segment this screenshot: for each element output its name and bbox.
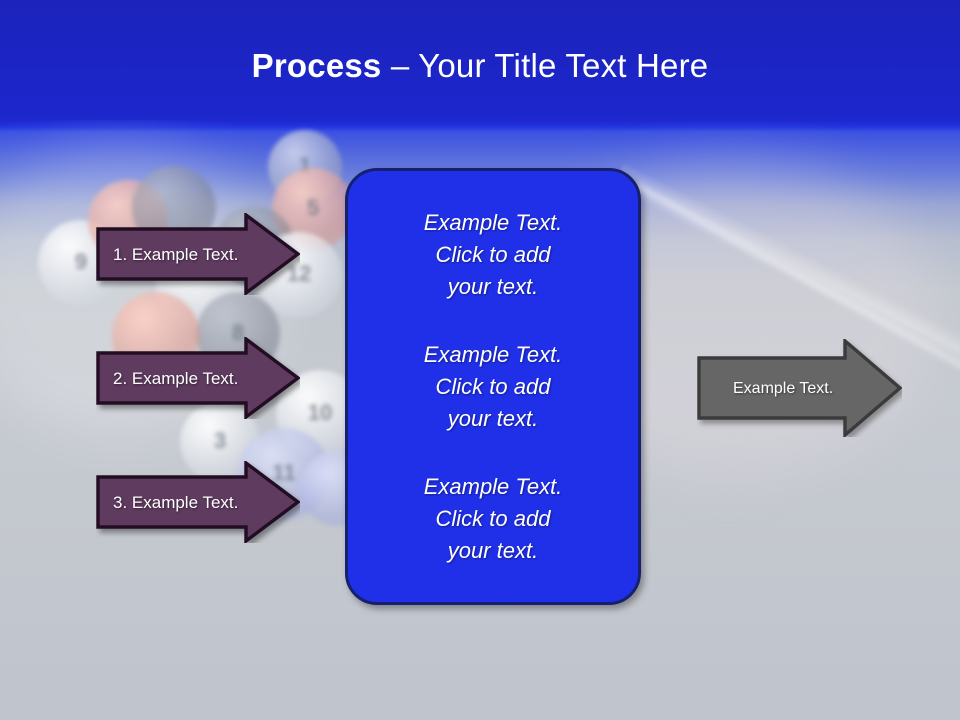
process-text-1-line-2: Click to add xyxy=(435,241,551,267)
process-text-block-1: Example Text. Click to add your text. xyxy=(424,207,563,303)
ball-number: 11 xyxy=(272,460,296,485)
process-text-1-line-3: your text. xyxy=(447,273,539,299)
input-arrow-1-label: 1. Example Text. xyxy=(113,244,239,264)
input-arrow-2-label: 2. Example Text. xyxy=(113,368,239,388)
ball-number: 5 xyxy=(306,195,320,220)
process-box[interactable]: Example Text. Click to add your text. Ex… xyxy=(345,168,641,605)
ball-number: 3 xyxy=(213,428,227,453)
ball-number: 12 xyxy=(286,261,312,286)
slide-title: Process – Your Title Text Here xyxy=(0,46,960,86)
ball-number: 8 xyxy=(231,320,245,345)
process-text-3-line-2: Click to add xyxy=(435,505,551,531)
arrow-shape-icon xyxy=(96,461,300,543)
process-text-block-3: Example Text. Click to add your text. xyxy=(424,471,563,567)
process-text-1-line-1: Example Text. xyxy=(423,209,563,235)
input-arrow-1[interactable]: 1. Example Text. xyxy=(96,213,300,295)
ball-number: 9 xyxy=(74,249,88,274)
process-text-2-line-1: Example Text. xyxy=(423,341,563,367)
arrow-shape-icon xyxy=(697,339,902,437)
process-text-block-2: Example Text. Click to add your text. xyxy=(424,339,563,435)
process-text-3-line-3: your text. xyxy=(447,537,539,563)
arrow-shape-icon xyxy=(96,213,300,295)
ball-number: 10 xyxy=(307,400,333,425)
process-text-3-line-1: Example Text. xyxy=(423,473,563,499)
input-arrow-3[interactable]: 3. Example Text. xyxy=(96,461,300,543)
input-arrow-3-label: 3. Example Text. xyxy=(113,492,239,512)
output-arrow-label: Example Text. xyxy=(733,379,834,397)
input-arrow-2[interactable]: 2. Example Text. xyxy=(96,337,300,419)
slide-title-bold: Process xyxy=(251,47,382,84)
output-arrow[interactable]: Example Text. xyxy=(697,339,902,437)
process-text-2-line-3: your text. xyxy=(447,405,539,431)
arrow-shape-icon xyxy=(96,337,300,419)
process-text-2-line-2: Click to add xyxy=(435,373,551,399)
slide-title-rest: – Your Title Text Here xyxy=(381,47,709,84)
